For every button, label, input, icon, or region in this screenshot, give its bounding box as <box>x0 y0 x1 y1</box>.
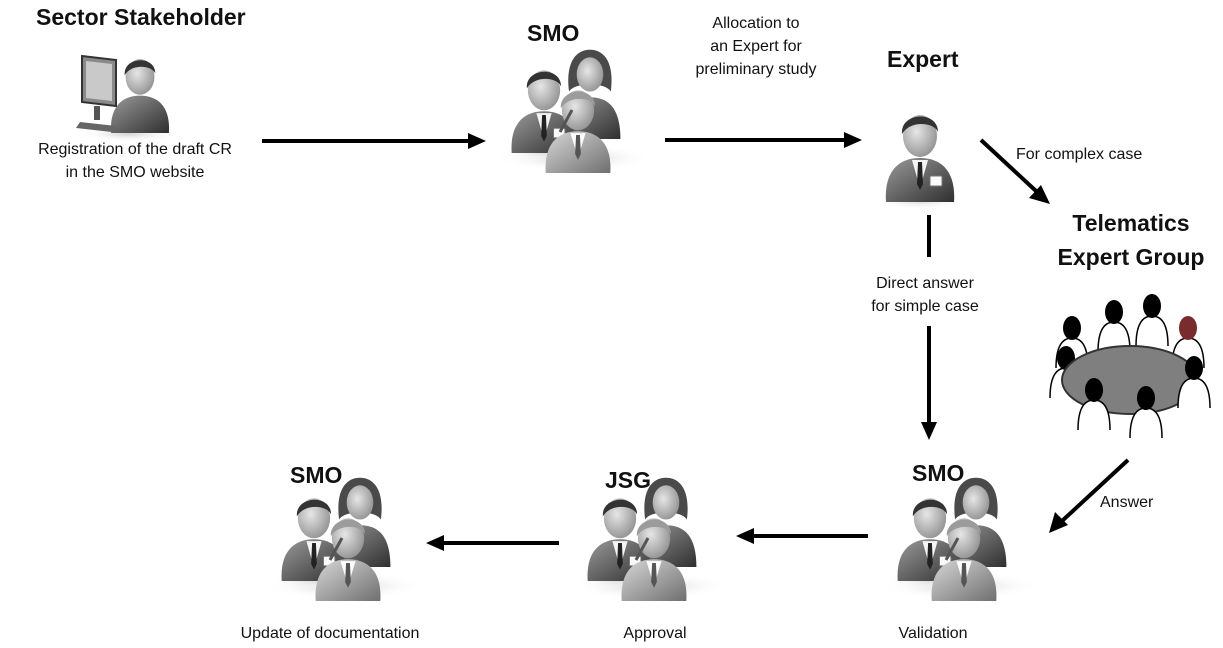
allocation-line-3: preliminary study <box>695 61 817 78</box>
stakeholder-caption-line-1: Registration of the draft CR <box>38 141 232 158</box>
smo-top-title: SMO <box>527 20 580 46</box>
stakeholder-title: Sector Stakeholder <box>36 4 246 30</box>
direct-answer-line-2: for simple case <box>871 298 979 315</box>
arrow-expert-to-teg <box>979 138 1050 204</box>
smo-update-icon <box>264 478 424 601</box>
arrow-smo-to-expert <box>665 132 862 148</box>
teg-title-line-1: Telematics <box>1072 210 1190 236</box>
direct-answer-label: Direct answer for simple case <box>845 272 1005 318</box>
expert-title: Expert <box>887 46 959 72</box>
arrow-expert-to-validation <box>921 215 937 440</box>
allocation-line-1: Allocation to <box>712 15 800 32</box>
teg-title-line-2: Expert Group <box>1057 244 1205 270</box>
answer-label: Answer <box>1100 494 1154 511</box>
direct-answer-line-1: Direct answer <box>876 275 974 292</box>
arrow-validation-to-jsg <box>736 528 868 544</box>
arrow-jsg-to-update <box>426 535 559 551</box>
arrow-teg-to-validation <box>1049 458 1130 533</box>
stakeholder-caption: Registration of the draft CR in the SMO … <box>10 138 260 184</box>
arrow-stakeholder-to-smo <box>262 133 486 149</box>
stakeholder-caption-line-2: in the SMO website <box>65 164 205 181</box>
smo-validation-icon <box>880 478 1040 601</box>
computer-icon <box>76 54 117 132</box>
stakeholder-icon <box>76 54 178 142</box>
meeting-table-icon <box>1049 293 1211 439</box>
allocation-label: Allocation to an Expert for preliminary … <box>665 12 847 81</box>
expert-icon <box>875 114 965 211</box>
allocation-line-2: an Expert for <box>710 38 802 55</box>
smo-top-icon <box>494 50 654 173</box>
jsg-title: JSG <box>605 467 652 493</box>
approval-caption: Approval <box>623 625 687 642</box>
jsg-icon <box>570 478 730 601</box>
person-icon <box>110 59 170 133</box>
validation-caption: Validation <box>898 625 968 642</box>
update-caption: Update of documentation <box>240 625 420 642</box>
smo-update-title: SMO <box>290 462 343 488</box>
complex-case-label: For complex case <box>1016 146 1143 163</box>
smo-validation-title: SMO <box>912 460 965 486</box>
teg-title: Telematics Expert Group <box>1046 206 1216 274</box>
